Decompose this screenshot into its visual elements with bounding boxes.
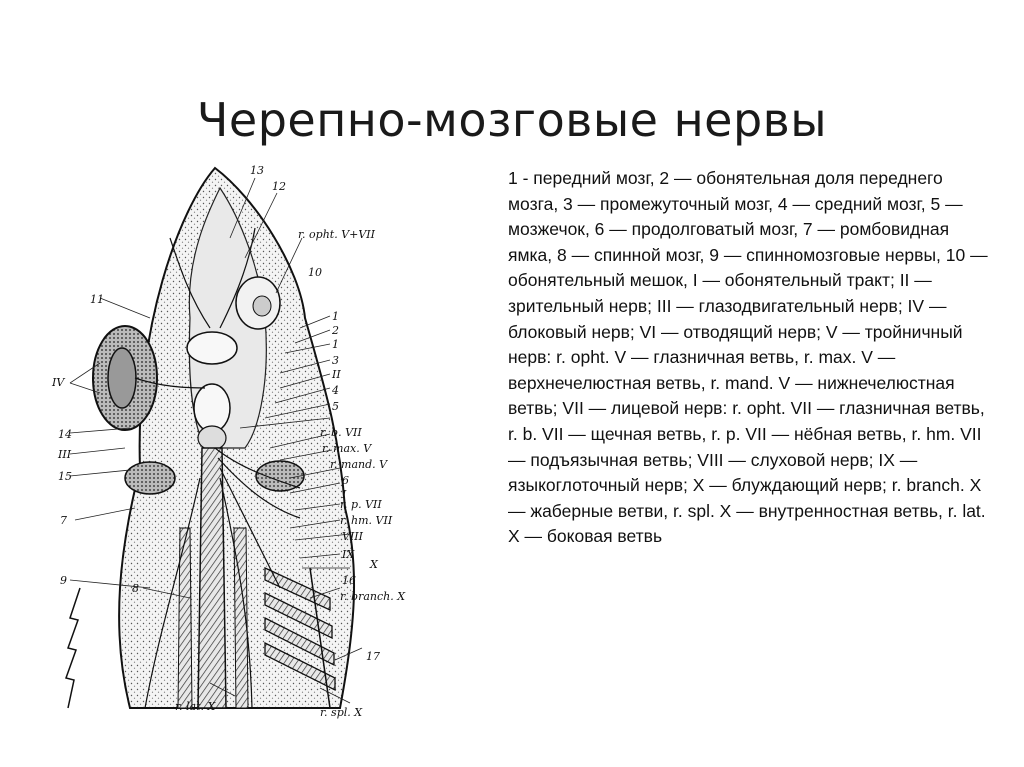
label-r-lat-x: r. lat. X [175, 700, 217, 713]
label-16: 16 [342, 574, 356, 587]
label-5: 5 [332, 400, 339, 413]
forebrain [186, 331, 238, 365]
label-15: 15 [58, 470, 72, 483]
label-r-opht-v-vii: r. opht. V+VII [298, 228, 376, 241]
label-viii: VIII [342, 530, 364, 543]
label-10: 10 [308, 266, 322, 279]
anatomy-figure: 13 12 r. opht. V+VII 10 11 1 2 1 3 II 4 … [40, 148, 470, 728]
label-r-hm-vii: r. hm. VII [340, 514, 393, 527]
label-r-branch-x: r. branch. X [340, 590, 406, 603]
label-17: 17 [366, 650, 380, 663]
legend-text: 1 - передний мозг, 2 — обонятельная доля… [508, 168, 988, 547]
spinal-nerves [65, 587, 81, 709]
label-iv: IV [51, 376, 65, 389]
label-1: 1 [332, 310, 339, 323]
label-ix: IX [341, 548, 355, 561]
label-iii: III [57, 448, 72, 461]
label-3: 3 [332, 354, 339, 367]
label-12: 12 [272, 180, 286, 193]
gill-arches [264, 566, 336, 692]
label-9: 9 [60, 574, 67, 587]
label-1b: 1 [332, 338, 339, 351]
label-2: 2 [331, 324, 339, 337]
label-6: 6 [342, 474, 349, 487]
label-7: 7 [60, 514, 67, 527]
label-4: 4 [331, 384, 339, 397]
label-11: 11 [90, 293, 104, 306]
nerve-lines [134, 227, 301, 709]
slide-title: Черепно-мозговые нервы [196, 92, 828, 147]
label-r-spl-x: r. spl. X [320, 706, 363, 719]
cranial-nerves-diagram: 13 12 r. opht. V+VII 10 11 1 2 1 3 II 4 … [51, 164, 406, 719]
label-x: X [369, 558, 379, 571]
label-13: 13 [250, 164, 264, 177]
label-ii: II [331, 368, 341, 381]
label-i: I [341, 488, 347, 501]
label-r-p-vii: r. p. VII [340, 498, 382, 511]
label-14: 14 [58, 428, 72, 441]
label-r-mand-v: r. mand. V [330, 458, 388, 471]
label-r-b-vii: r. b. VII [320, 426, 362, 439]
label-8: 8 [132, 582, 139, 595]
midbrain [193, 383, 231, 433]
label-r-max-v: r. max. V [322, 442, 372, 455]
